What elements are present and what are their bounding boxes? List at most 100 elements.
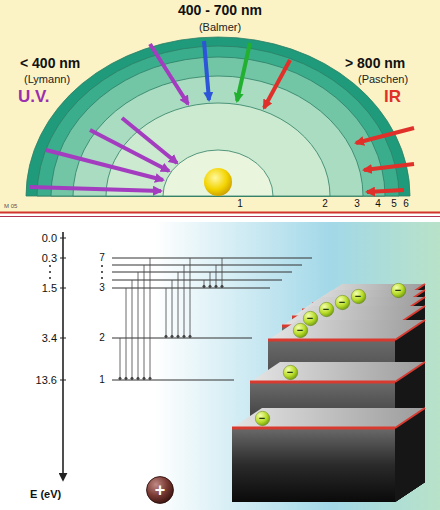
transition-line — [138, 272, 139, 379]
axis-ticks — [60, 238, 66, 380]
paschen-arrows — [356, 128, 414, 143]
axis-ticks — [60, 338, 66, 339]
electron-ball: − — [319, 302, 334, 317]
transition-dot — [189, 335, 191, 337]
series-name: (Balmer) — [199, 21, 241, 34]
lyman-arrows — [90, 130, 169, 171]
ellipsis-dots — [49, 271, 51, 273]
paschen-arrows — [367, 190, 404, 192]
charge-sign: − — [307, 313, 313, 324]
electron-ball: − — [255, 411, 270, 426]
orbit-number: 5 — [391, 198, 397, 210]
ball-shape — [283, 365, 297, 379]
energy-levels — [112, 265, 302, 266]
ball-shape — [319, 302, 333, 316]
ellipsis-dots — [49, 277, 51, 279]
orbit-number: 1 — [237, 198, 243, 210]
balmer-arrows — [237, 43, 250, 101]
ellipsis-dots — [101, 271, 103, 273]
series-name: (Lymann) — [24, 73, 70, 86]
transition-dot — [183, 335, 185, 337]
transition-lines — [119, 258, 223, 380]
lyman-arrows — [30, 187, 161, 191]
charge-sign: − — [395, 285, 401, 296]
balmer-arrows — [150, 44, 188, 104]
transition-line — [150, 258, 151, 379]
transition-line — [204, 280, 205, 287]
lyman-arrows — [46, 150, 163, 180]
axis-ticks — [60, 258, 66, 259]
orbit-bands — [73, 76, 363, 196]
step-tread — [268, 320, 425, 340]
charge-sign: − — [355, 291, 361, 302]
energy-levels — [112, 280, 282, 281]
nucleus-ball: + — [146, 476, 174, 504]
step-edge — [250, 381, 395, 384]
electron-ball: − — [391, 283, 406, 298]
step-side — [395, 362, 425, 502]
region-label: IR — [384, 87, 401, 107]
charge-sign: − — [287, 367, 293, 378]
energy-value: 1.5 — [42, 282, 57, 295]
step-edge — [232, 427, 395, 430]
transition-dot — [137, 377, 139, 379]
axis-ticks — [60, 380, 66, 381]
orbit-bands — [51, 57, 385, 196]
step-edge — [395, 408, 425, 428]
nucleus-sun — [204, 168, 232, 196]
step-edge — [268, 339, 395, 342]
orbit-number: 2 — [322, 198, 328, 210]
transition-dot — [125, 377, 127, 379]
axis-title: E (eV) — [30, 488, 61, 501]
level-number: 2 — [99, 332, 105, 344]
ball-shape — [147, 477, 174, 504]
orbit-number: 3 — [354, 198, 360, 210]
step-tread — [232, 408, 425, 428]
energy-value: 0.0 — [42, 232, 57, 245]
transition-line — [216, 265, 217, 287]
charge-sign: − — [297, 325, 303, 336]
figure-code: M 05 — [4, 203, 17, 210]
panel-ground — [0, 222, 440, 510]
level-number: 7 — [99, 252, 105, 264]
balmer-arrows — [204, 41, 209, 100]
transition-line — [132, 280, 133, 379]
transition-line — [144, 265, 145, 379]
axis-ticks — [60, 238, 66, 239]
transition-line — [172, 280, 173, 337]
wavelength-range: < 400 nm — [20, 55, 80, 71]
electron-ball: − — [303, 311, 318, 326]
energy-levels — [112, 288, 270, 289]
charge-sign: − — [339, 297, 345, 308]
energy-value: 13.6 — [36, 374, 57, 387]
level-number: 1 — [99, 374, 105, 386]
energy-levels — [112, 380, 234, 381]
ellipsis-dots — [101, 265, 103, 267]
ball-shape — [255, 411, 269, 425]
transition-line — [166, 288, 167, 337]
energy-value: 3.4 — [42, 332, 57, 345]
transition-line — [120, 338, 121, 379]
region-label: U.V. — [18, 87, 50, 107]
lyman-arrows — [122, 118, 177, 163]
axis-ticks — [60, 288, 66, 289]
transition-line — [222, 258, 223, 287]
energy-axis — [62, 232, 64, 480]
orbit-bands — [26, 37, 410, 196]
energy-levels — [112, 338, 252, 339]
rule-line — [0, 212, 440, 214]
transition-dot — [209, 285, 211, 287]
charge-sign: + — [155, 481, 166, 499]
lyman-arrows — [30, 118, 177, 191]
transition-line — [210, 272, 211, 287]
wavelength-range: 400 - 700 nm — [178, 2, 262, 18]
transition-dot — [143, 377, 145, 379]
transition-dot — [119, 377, 121, 379]
staircase — [232, 284, 425, 502]
rule-line — [0, 216, 440, 217]
ellipsis-dots — [101, 277, 103, 279]
transition-dot — [177, 335, 179, 337]
electron-ball: − — [335, 295, 350, 310]
